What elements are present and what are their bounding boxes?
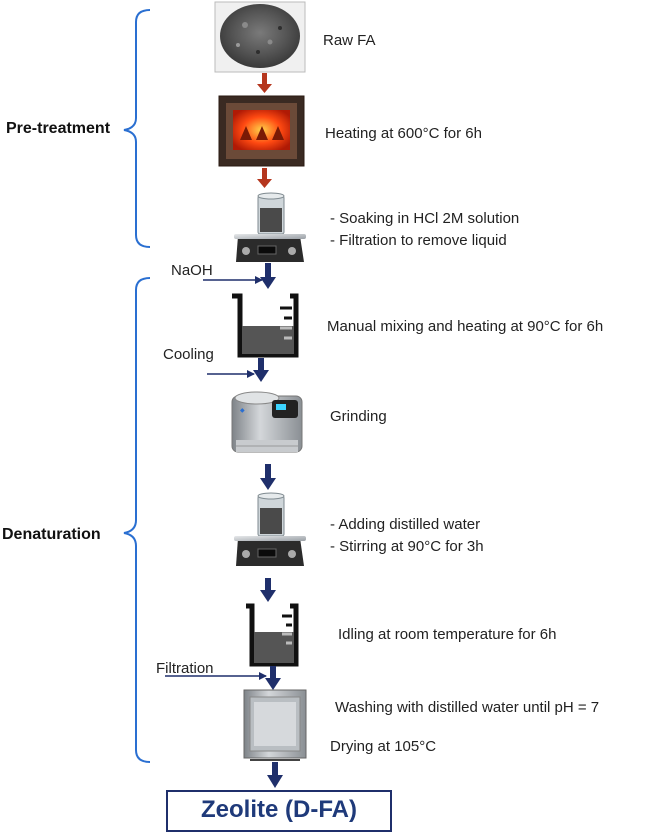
result-label: Zeolite (D-FA) <box>201 796 357 823</box>
raw-fa-image <box>214 1 306 73</box>
cooling-input-arrow <box>207 370 255 378</box>
grinder-image: ◆ <box>231 391 303 453</box>
step-idling: Idling at room temperature for 6h <box>338 626 557 643</box>
step-drying: Drying at 105°C <box>330 738 437 755</box>
hotplate-stirrer-1 <box>234 192 306 262</box>
navy-arrow-3 <box>260 464 276 490</box>
step-heating: Heating at 600°C for 6h <box>325 125 482 142</box>
input-label-cooling: Cooling <box>163 346 214 363</box>
step-soaking-line2: - Filtration to remove liquid <box>330 232 507 249</box>
navy-arrow-2 <box>253 358 269 382</box>
step-washing: Washing with distilled water until pH = … <box>335 699 600 716</box>
hotplate-stirrer-2 <box>234 492 306 566</box>
navy-arrow-4 <box>260 578 276 602</box>
furnace-image <box>218 95 305 167</box>
beaker-2 <box>246 603 299 667</box>
step-mixing: Manual mixing and heating at 90°C for 6h <box>327 318 604 335</box>
input-label-naoh: NaOH <box>171 262 213 279</box>
filtration-input-arrow <box>165 672 267 680</box>
denaturation-bracket <box>123 277 151 763</box>
drying-oven-image <box>243 689 307 761</box>
step-raw-fa: Raw FA <box>323 32 376 49</box>
red-arrow-2 <box>257 168 272 188</box>
red-arrow-1 <box>257 73 272 93</box>
result-box: Zeolite (D-FA) <box>166 790 392 832</box>
stage-label-denaturation: Denaturation <box>2 526 101 543</box>
step-soaking-line1: - Soaking in HCl 2M solution <box>330 210 520 227</box>
pretreatment-bracket <box>123 9 151 248</box>
input-label-filtration: Filtration <box>156 660 214 677</box>
naoh-input-arrow <box>203 276 263 284</box>
svg-text:◆: ◆ <box>240 408 245 414</box>
step-adding-line2: - Stirring at 90°C for 3h <box>330 538 484 555</box>
beaker-1 <box>232 293 299 358</box>
navy-arrow-6 <box>267 762 283 788</box>
navy-arrow-1 <box>260 263 276 289</box>
step-grinding: Grinding <box>330 408 387 425</box>
stage-label-pretreatment: Pre-treatment <box>6 120 111 137</box>
navy-arrow-5 <box>265 666 281 690</box>
step-adding-line1: - Adding distilled water <box>330 516 481 533</box>
